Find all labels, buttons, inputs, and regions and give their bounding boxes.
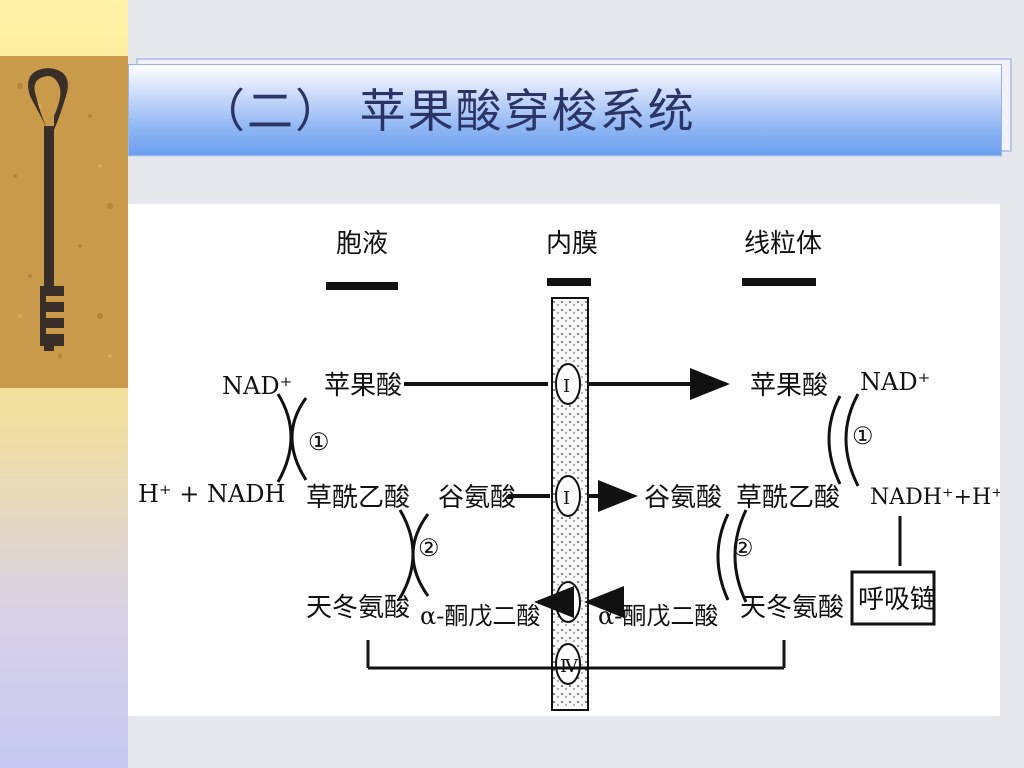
right-oxaloacetate: 草酰乙酸	[736, 483, 840, 513]
header-membrane: 内膜	[546, 229, 598, 259]
carrier-3: Ⅱ	[555, 581, 581, 623]
svg-text:Ⅰ: Ⅰ	[563, 488, 570, 509]
right-nad: NAD⁺	[860, 368, 930, 396]
carrier-1: Ⅰ	[555, 363, 581, 405]
right-glutamate: 谷氨酸	[644, 483, 722, 513]
header-mitochondria-underline	[742, 278, 816, 286]
title-bar: （二） 苹果酸穿梭系统	[128, 64, 1002, 156]
left-oxaloacetate: 草酰乙酸	[306, 483, 410, 513]
header-cytosol: 胞液	[336, 229, 388, 259]
left-h-nadh: H⁺ + NADH	[138, 480, 285, 508]
malate-shuttle-diagram: 胞液 内膜 线粒体 Ⅰ Ⅰ Ⅱ Ⅳ NAD⁺ 苹果酸 ① H⁺ + NADH 草…	[128, 204, 1000, 716]
right-respiratory-chain: 呼吸链	[858, 585, 936, 615]
header-cytosol-underline	[326, 282, 398, 290]
respiratory-chain-box	[850, 570, 936, 626]
right-nadh: NADH⁺+H⁺	[870, 485, 1000, 510]
header-membrane-underline	[547, 278, 591, 286]
diagram-canvas: 胞液 内膜 线粒体 Ⅰ Ⅰ Ⅱ Ⅳ NAD⁺ 苹果酸 ① H⁺ + NADH 草…	[138, 229, 1000, 711]
svg-text:Ⅱ: Ⅱ	[561, 594, 573, 615]
left-enzyme-1: ①	[308, 428, 330, 456]
slide-title: （二） 苹果酸穿梭系统	[199, 84, 696, 138]
left-malate: 苹果酸	[324, 371, 402, 401]
diagram-arrows	[366, 368, 902, 670]
right-aspartate: 天冬氨酸	[740, 593, 844, 623]
key-photo	[0, 56, 128, 388]
right-akg: α-酮戊二酸	[598, 602, 718, 630]
left-akg: α-酮戊二酸	[420, 602, 540, 630]
right-malate: 苹果酸	[750, 371, 828, 401]
left-nad: NAD⁺	[222, 372, 292, 400]
reaction-brackets	[276, 393, 860, 603]
header-mitochondria: 线粒体	[744, 229, 822, 259]
left-glutamate: 谷氨酸	[438, 483, 516, 513]
left-aspartate: 天冬氨酸	[306, 593, 410, 623]
left-enzyme-2: ②	[418, 534, 440, 562]
svg-text:Ⅰ: Ⅰ	[563, 376, 570, 397]
carrier-2: Ⅰ	[555, 475, 581, 517]
right-enzyme-1: ①	[852, 422, 874, 450]
carrier-4: Ⅳ	[555, 643, 581, 685]
